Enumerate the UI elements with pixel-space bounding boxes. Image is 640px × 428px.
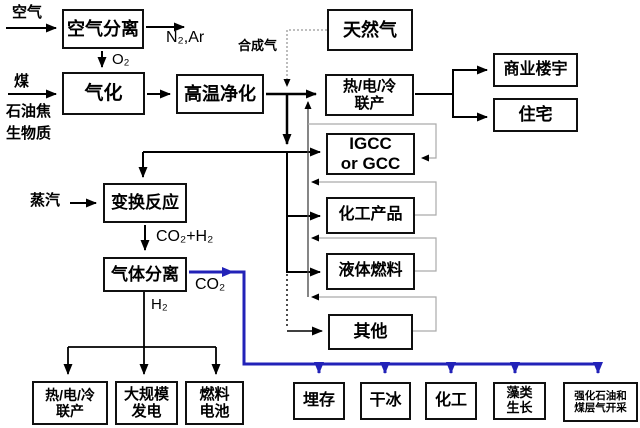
node-algae-growth: 藻类 生长 (493, 382, 546, 420)
node-shift-reaction: 变换反应 (103, 183, 187, 223)
label-steam: 蒸汽 (30, 192, 61, 209)
node-chemical-industry: 化工 (425, 382, 477, 420)
node-hot-gas-cleanup: 高温净化 (176, 74, 264, 114)
main-flow-arrows (6, 22, 488, 375)
label-coal: 煤 (14, 73, 30, 90)
node-residential: 住宅 (493, 98, 578, 132)
node-liquid-fuels: 液体燃料 (326, 253, 415, 290)
node-air-separation: 空气分离 (62, 9, 144, 49)
label-co2: CO₂ (195, 276, 226, 293)
node-chemical-products: 化工产品 (326, 197, 415, 234)
node-others: 其他 (328, 314, 413, 350)
node-igcc: IGCC or GCC (326, 133, 415, 175)
natural-gas-dotted-line (283, 29, 327, 87)
label-air: 空气 (12, 4, 43, 21)
node-gasification: 气化 (62, 72, 145, 115)
node-dry-ice: 干冰 (360, 382, 411, 420)
label-petcoke: 石油焦 (6, 103, 52, 120)
label-syngas: 合成气 (238, 38, 278, 53)
label-biomass: 生物质 (6, 125, 52, 142)
node-commercial-building: 商业楼宇 (493, 53, 578, 87)
node-fuel-cell: 燃料 电池 (185, 381, 244, 425)
node-enhanced-recovery: 强化石油和 煤层气开采 (563, 382, 638, 422)
label-o2: O₂ (112, 51, 130, 68)
label-n2-ar: N₂,Ar (166, 29, 205, 46)
node-gas-separation: 气体分离 (103, 257, 187, 292)
label-co2-h2: CO₂+H₂ (156, 228, 214, 245)
node-chp-bottom: 热/电/冷 联产 (32, 381, 108, 425)
node-chp-top: 热/电/冷 联产 (325, 74, 414, 116)
co2-flow-path (189, 267, 603, 374)
node-large-scale-power: 大规模 发电 (115, 381, 178, 425)
node-natural-gas: 天然气 (327, 9, 413, 51)
label-h2: H₂ (151, 296, 168, 313)
node-storage: 埋存 (293, 382, 345, 420)
recycle-loops (308, 123, 437, 332)
